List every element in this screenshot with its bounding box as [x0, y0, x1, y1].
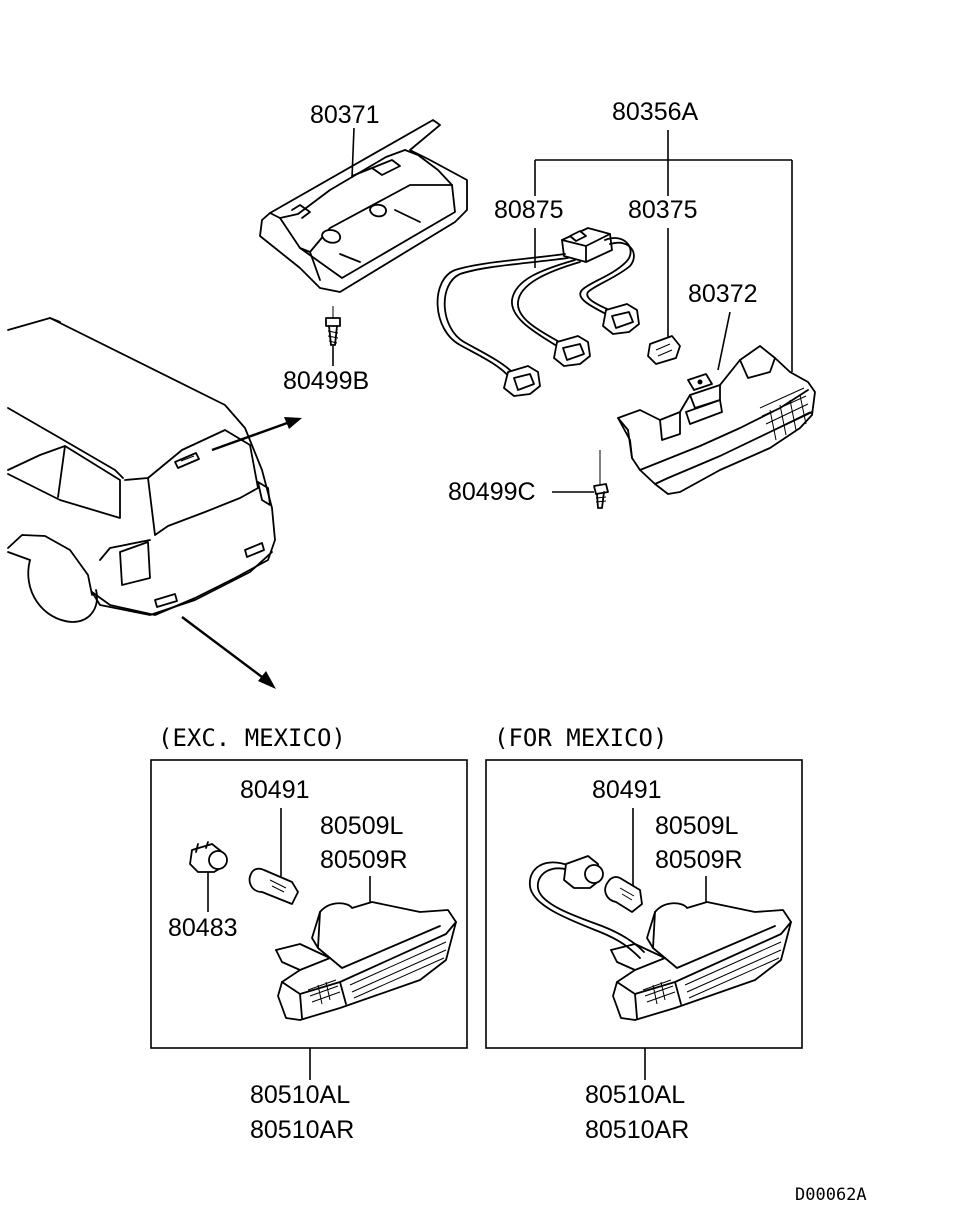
exc-label-80491: 80491 [240, 776, 310, 804]
wiring-harness-icon [436, 227, 640, 397]
exc-label-80510AL: 80510AL [250, 1081, 350, 1109]
screw-80499B-icon [325, 306, 341, 346]
for-side-marker-lamp-icon [610, 901, 792, 1021]
label-80875: 80875 [494, 196, 564, 224]
exc-label-80483: 80483 [168, 914, 238, 942]
label-80372: 80372 [688, 280, 758, 308]
label-80371: 80371 [310, 101, 380, 129]
for-label-80509L: 80509L [655, 812, 739, 840]
label-80375: 80375 [628, 196, 698, 224]
screw-80499C-icon [593, 450, 609, 509]
diagram-code: D00062A [795, 1185, 867, 1205]
bulb-80375-icon [647, 335, 681, 365]
for-label-80509R: 80509R [655, 846, 743, 874]
high-mount-lamp-cover-icon [259, 119, 468, 293]
leader-80372 [717, 311, 731, 371]
condition-exc-mexico: (EXC. MEXICO) [158, 724, 346, 752]
arrow-to-high-mount-lamp [211, 417, 302, 452]
label-80356A: 80356A [612, 98, 699, 126]
exc-bulb-80491-icon [248, 867, 299, 905]
for-label-80510AL: 80510AL [585, 1081, 685, 1109]
for-label-80510AR: 80510AR [585, 1116, 689, 1144]
exc-label-80509R: 80509R [320, 846, 408, 874]
exc-side-marker-lamp-icon [275, 901, 457, 1021]
vehicle-icon [7, 317, 276, 623]
condition-for-mexico: (FOR MEXICO) [494, 724, 667, 752]
high-mount-stop-lamp-icon [617, 345, 816, 495]
label-80499B: 80499B [283, 367, 369, 395]
for-wiring-socket-icon [529, 855, 645, 959]
arrow-to-side-marker [181, 616, 276, 689]
exc-socket-80483-icon [189, 841, 228, 873]
for-bulb-80491-icon [604, 876, 643, 913]
label-80499C: 80499C [448, 478, 536, 506]
exc-label-80509L: 80509L [320, 812, 404, 840]
exc-mexico-panel [150, 759, 468, 1049]
bracket-80356A [534, 130, 793, 372]
exc-label-80510AR: 80510AR [250, 1116, 354, 1144]
leader-80371 [351, 127, 355, 179]
for-label-80491: 80491 [592, 776, 662, 804]
for-mexico-panel [485, 759, 803, 1049]
